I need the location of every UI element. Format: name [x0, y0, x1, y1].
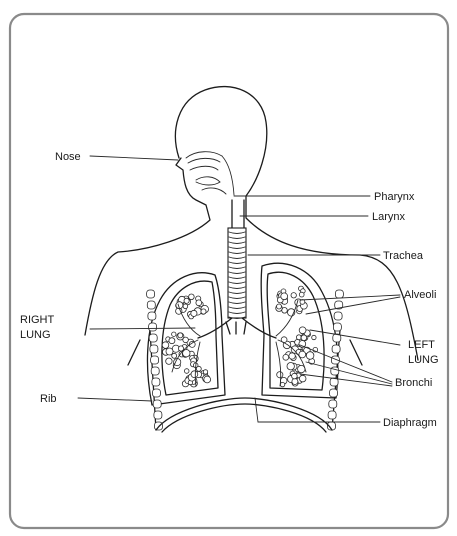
label-rib: Rib [40, 393, 57, 405]
alveolus [191, 371, 198, 378]
alveolus [301, 335, 307, 341]
alveolus [191, 310, 197, 316]
alveolus [184, 369, 189, 374]
label-bronchi: Bronchi [395, 377, 432, 389]
alveolus [299, 375, 306, 382]
alveolus [178, 333, 183, 338]
rib-segment [152, 378, 160, 386]
label-left-lung-line1: LEFT [408, 339, 435, 351]
rib-segment [151, 356, 159, 364]
alveolus [162, 342, 169, 349]
rib-segment [148, 312, 156, 320]
diaphragm [156, 398, 332, 430]
label-diaphragm: Diaphragm [383, 417, 437, 429]
label-nose: Nose [55, 151, 81, 163]
alveolus [196, 300, 202, 306]
label-right-lung-line2: LUNG [20, 329, 51, 341]
alveolus [183, 337, 189, 343]
alveolus [166, 348, 173, 355]
alveolus [166, 358, 172, 364]
alveolus [287, 363, 294, 370]
label-larynx: Larynx [372, 211, 406, 223]
body-outline [175, 87, 418, 360]
alveolus [312, 335, 316, 339]
label-right-lung-line1: RIGHT [20, 314, 55, 326]
alveolus [183, 304, 188, 309]
alveolus [183, 350, 190, 357]
label-trachea: Trachea [383, 250, 424, 262]
alveolus [201, 309, 206, 314]
nasal-cavity [186, 152, 234, 195]
alveolus [189, 294, 195, 300]
alveolus [292, 373, 298, 379]
rib-segment [154, 411, 162, 419]
diaphragm-inner [162, 404, 326, 432]
alveolus [203, 370, 207, 374]
rib-segment [334, 312, 342, 320]
alveolus [292, 379, 298, 385]
alveolus [277, 304, 282, 309]
alveolus [169, 338, 175, 344]
alveolus [196, 366, 201, 371]
rib-segment [153, 389, 161, 397]
rib-segment [332, 345, 340, 353]
left-lung-alveoli [276, 286, 318, 387]
alveolus [283, 354, 289, 360]
rib-segment [333, 323, 341, 331]
rib-segment [329, 400, 337, 408]
rib-segment [335, 290, 343, 298]
label-left-lung-line2: LUNG [408, 354, 439, 366]
alveolus [299, 327, 306, 334]
alveolus [172, 332, 176, 336]
alveolus [306, 352, 314, 360]
alveolus [280, 382, 284, 386]
rib-segment [149, 323, 157, 331]
rib-segment [147, 301, 155, 309]
rib-segment [147, 290, 155, 298]
label-pharynx: Pharynx [374, 191, 415, 203]
trachea [228, 200, 246, 318]
alveolus [281, 293, 288, 300]
alveolus [289, 353, 295, 359]
alveolus [299, 292, 304, 297]
rib-segment [328, 411, 336, 419]
rib-segment [153, 400, 161, 408]
label-alveoli: Alveoli [404, 289, 436, 301]
face-outline [85, 158, 210, 335]
rib-segment [150, 345, 158, 353]
rib-segment [149, 334, 157, 342]
rib-segment [151, 367, 159, 375]
alveolus [184, 298, 189, 303]
rib-segment [330, 389, 338, 397]
alveolus [291, 293, 296, 298]
alveolus [204, 376, 211, 383]
alveolus [277, 372, 283, 378]
